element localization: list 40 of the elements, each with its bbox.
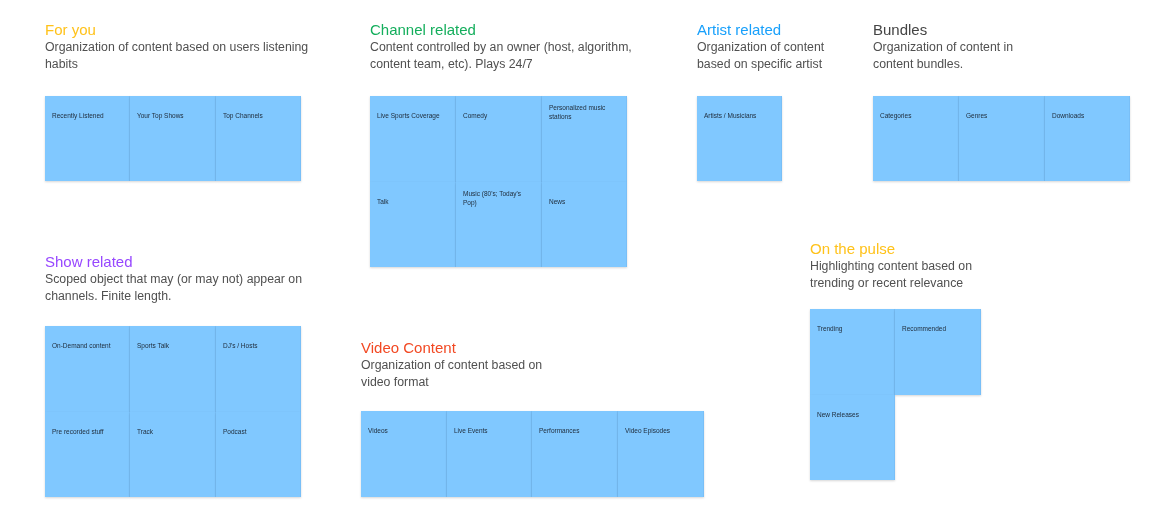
section-description: Organization of content based on specific artist [697,39,826,73]
sticky-note [873,96,959,181]
section-heading: Channel related [370,21,476,39]
section-description: Highlighting content based on trending or recent relevance [810,258,974,292]
sticky-note [1045,96,1130,181]
sticky-note [697,96,782,181]
sticky-note [216,412,301,497]
sticky-note [810,309,895,395]
section-description: Organization of content based on users listening habits [45,39,310,73]
section-description: Organization of content in content bundles. [873,39,1015,73]
sticky-note [361,411,447,497]
sticky-note [130,96,216,181]
sticky-note [130,412,216,497]
sticky-note [45,96,130,181]
sticky-note [45,412,130,497]
section-description: Organization of content based on video format [361,357,544,391]
sticky-note [370,96,456,182]
section-heading: Bundles [873,21,928,39]
sticky-note [895,309,981,395]
sticky-note [216,326,301,412]
sticky-note [447,411,532,497]
section-heading: Video Content [361,339,456,357]
sticky-note [810,395,895,480]
section-heading: For you [45,21,96,39]
section-heading: Artist related [697,21,782,39]
sticky-note [45,326,130,412]
sticky-note [542,182,627,267]
sticky-note [456,96,542,182]
section-heading: Show related [45,253,133,271]
sticky-note [456,182,542,267]
sticky-note [532,411,618,497]
section-heading: On the pulse [810,240,896,258]
sticky-note [959,96,1045,181]
sticky-note [370,182,456,267]
section-description: Content controlled by an owner (host, algorithm, content team, etc). Plays 24/7 [370,39,633,73]
sticky-note [618,411,704,497]
section-description: Scoped object that may (or may not) appear on channels. Finite length. [45,271,303,305]
sticky-note [542,96,627,182]
sticky-note [130,326,216,412]
sticky-note [216,96,301,181]
